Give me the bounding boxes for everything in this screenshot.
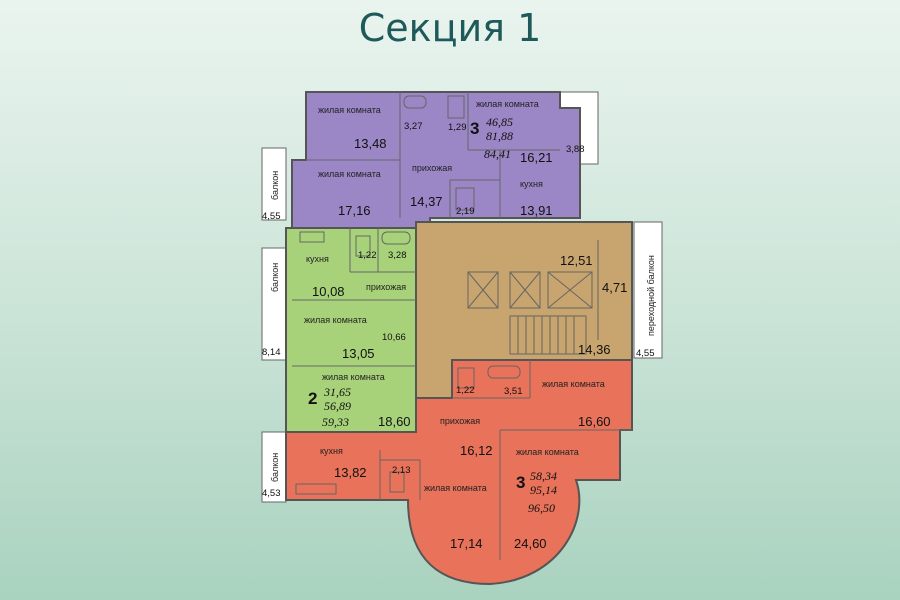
area-value: 3,28 bbox=[388, 250, 407, 261]
room-label: кухня bbox=[306, 254, 329, 264]
elevator-cross bbox=[547, 271, 593, 309]
elevator-icon bbox=[509, 271, 541, 309]
area-value: 17,16 bbox=[338, 203, 371, 218]
room-label: жилая комната bbox=[318, 105, 381, 115]
area-value: 2,13 bbox=[392, 465, 411, 476]
area-total: 58,34 bbox=[530, 469, 557, 483]
area-value: 18,60 bbox=[378, 414, 411, 429]
bathtub-icon bbox=[487, 365, 521, 379]
area-value: 16,12 bbox=[460, 443, 493, 458]
room-label: кухня bbox=[320, 446, 343, 456]
elevator-cross bbox=[509, 271, 541, 309]
transit-balcony-label: переходной балкон bbox=[646, 255, 656, 336]
area-value: 10,66 bbox=[382, 332, 406, 343]
room-label: прихожая bbox=[440, 416, 480, 426]
area-value: 13,05 bbox=[342, 346, 375, 361]
balcony-left-top bbox=[261, 147, 287, 221]
room-label: жилая комната bbox=[516, 447, 579, 457]
area-value: 16,21 bbox=[520, 150, 553, 165]
stairs-icon bbox=[509, 315, 587, 355]
elevator-cross bbox=[467, 271, 499, 309]
room-label: жилая комната bbox=[318, 169, 381, 179]
area-value: 3,88 bbox=[566, 144, 585, 155]
bathtub-icon bbox=[381, 231, 411, 245]
bathtub-icon bbox=[403, 95, 427, 109]
area-total: 81,88 bbox=[486, 129, 513, 143]
area-value: 4,55 bbox=[636, 348, 655, 359]
room-label: жилая комната bbox=[304, 315, 367, 325]
balcony-left-mid bbox=[261, 247, 287, 361]
elevator-icon bbox=[467, 271, 499, 309]
area-value: 8,14 bbox=[262, 347, 281, 358]
elevator-icon bbox=[547, 271, 593, 309]
toilet-icon bbox=[457, 367, 475, 389]
area-value: 13,91 bbox=[520, 203, 553, 218]
area-value: 4,55 bbox=[262, 211, 281, 222]
stove-icon bbox=[299, 231, 325, 243]
room-label: жилая комната bbox=[542, 379, 605, 389]
apartment-purple[interactable] bbox=[291, 91, 581, 229]
area-value: 13,82 bbox=[334, 465, 367, 480]
room-label: прихожая bbox=[412, 163, 452, 173]
room-label: жилая комната bbox=[424, 483, 487, 493]
area-value: 1,29 bbox=[448, 122, 467, 133]
toilet-icon bbox=[455, 187, 475, 211]
area-value: 4,71 bbox=[602, 280, 627, 295]
room-label: жилая комната bbox=[322, 372, 385, 382]
area-total: 56,89 bbox=[324, 399, 351, 413]
room-label: кухня bbox=[520, 179, 543, 189]
balcony-label: балкон bbox=[270, 453, 280, 482]
area-value: 24,60 bbox=[514, 536, 547, 551]
toilet-icon bbox=[389, 471, 405, 493]
apartment-red[interactable] bbox=[285, 359, 633, 586]
area-value: 3,51 bbox=[504, 386, 523, 397]
room-count: 2 bbox=[308, 389, 317, 408]
room-label: жилая комната bbox=[476, 99, 539, 109]
room-count: 3 bbox=[470, 119, 479, 138]
balcony-label: балкон bbox=[270, 171, 280, 200]
area-total: 95,14 bbox=[530, 483, 557, 497]
balcony-left-bottom bbox=[261, 431, 287, 503]
balcony-right-core bbox=[633, 221, 663, 359]
room-count: 3 bbox=[516, 473, 525, 492]
area-total: 46,85 bbox=[486, 115, 513, 129]
stove-icon bbox=[295, 483, 337, 495]
area-total: 84,41 bbox=[484, 147, 511, 161]
area-value: 2,19 bbox=[456, 206, 475, 217]
area-total: 96,50 bbox=[528, 501, 555, 515]
area-value: 1,22 bbox=[456, 385, 475, 396]
area-value: 4,53 bbox=[262, 488, 281, 499]
area-total: 59,33 bbox=[322, 415, 349, 429]
area-value: 3,27 bbox=[404, 121, 423, 132]
area-value: 17,14 bbox=[450, 536, 483, 551]
area-value: 1,22 bbox=[358, 250, 377, 261]
page-title: Секция 1 bbox=[358, 6, 542, 50]
area-value: 12,51 bbox=[560, 253, 593, 268]
balcony-label: балкон bbox=[270, 263, 280, 292]
area-value: 16,60 bbox=[578, 414, 611, 429]
area-total: 31,65 bbox=[323, 385, 351, 399]
toilet-icon bbox=[447, 95, 465, 119]
area-value: 14,37 bbox=[410, 194, 443, 209]
toilet-icon bbox=[355, 235, 371, 257]
area-value: 13,48 bbox=[354, 136, 387, 151]
area-value: 14,36 bbox=[578, 342, 611, 357]
area-value: 10,08 bbox=[312, 284, 345, 299]
room-label: прихожая bbox=[366, 282, 406, 292]
